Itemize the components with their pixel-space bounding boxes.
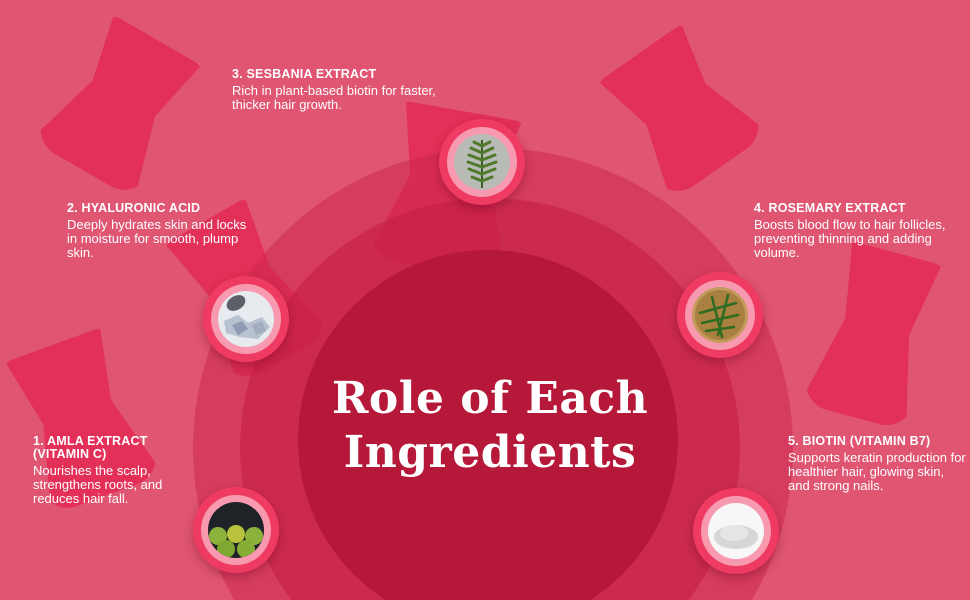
- ingredient-description: Rich in plant-based biotin for faster, t…: [232, 83, 436, 112]
- amla-fruits-icon: [208, 502, 264, 558]
- ingredient-heading: 4. ROSEMARY EXTRACT: [754, 201, 906, 215]
- ingredient-4-badge: [677, 272, 763, 358]
- candy-wrapper-decoration: [31, 10, 210, 200]
- hyaluronic-crystals-icon: [218, 291, 274, 347]
- ingredient-heading: 3. SESBANIA EXTRACT: [232, 67, 377, 81]
- ingredient-heading: 1. AMLA EXTRACT (VITAMIN C): [33, 434, 148, 461]
- ingredient-description: Deeply hydrates skin and locks in moistu…: [67, 217, 247, 260]
- ingredient-3-badge: [439, 119, 525, 205]
- candy-wrapper-decoration: [800, 239, 950, 432]
- ingredient-2-info: 2. HYALURONIC ACID Deeply hydrates skin …: [67, 202, 257, 260]
- biotin-powder-icon: [708, 503, 764, 559]
- page-title: Role of Each Ingredients: [300, 372, 680, 480]
- ingredient-2-badge: [203, 276, 289, 362]
- title-line-1: Role of Each: [331, 373, 649, 424]
- ingredient-5-badge: [693, 488, 779, 574]
- ingredient-description: Nourishes the scalp, strengthens roots, …: [33, 463, 163, 506]
- ingredient-description: Supports keratin production for healthie…: [788, 450, 966, 493]
- rosemary-bowl-icon: [692, 287, 748, 343]
- ingredient-1-info: 1. AMLA EXTRACT (VITAMIN C) Nourishes th…: [33, 435, 208, 506]
- ingredient-description: Boosts blood flow to hair follicles, pre…: [754, 217, 946, 260]
- title-line-2: Ingredients: [343, 427, 637, 478]
- center-circle: [298, 250, 678, 600]
- sesbania-leaf-icon: [454, 134, 510, 190]
- ingredient-3-info: 3. SESBANIA EXTRACT Rich in plant-based …: [232, 68, 472, 112]
- ingredient-4-info: 4. ROSEMARY EXTRACT Boosts blood flow to…: [754, 202, 964, 260]
- ingredient-5-info: 5. BIOTIN (VITAMIN B7) Supports keratin …: [788, 435, 968, 493]
- ingredient-1-badge: [193, 487, 279, 573]
- ingredient-heading: 2. HYALURONIC ACID: [67, 201, 201, 215]
- ingredient-heading: 5. BIOTIN (VITAMIN B7): [788, 434, 931, 448]
